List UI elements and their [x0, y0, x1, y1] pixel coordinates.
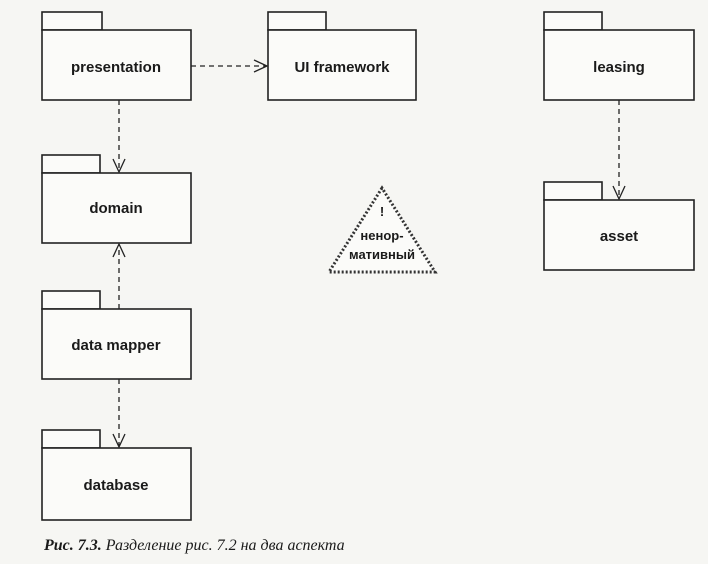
package-tab — [543, 11, 603, 31]
package-label-asset: asset — [600, 228, 638, 245]
dependency-data-mapper-domain — [112, 242, 126, 309]
package-label-leasing: leasing — [593, 59, 645, 76]
arrow-head-icon — [112, 242, 126, 258]
package-body — [41, 447, 192, 521]
figure-caption: Рис. 7.3. Разделение рис. 7.2 на два асп… — [44, 537, 345, 555]
package-body — [267, 29, 417, 101]
warning-mark: ! — [380, 204, 384, 219]
package-data-mapper: data mapper — [41, 290, 192, 380]
dependency-leasing-asset — [612, 100, 626, 201]
package-body — [543, 199, 695, 271]
package-ui-framework: UI framework — [267, 11, 417, 101]
arrow-head-icon — [612, 185, 626, 201]
package-leasing: leasing — [543, 11, 695, 101]
package-label-data-mapper: data mapper — [71, 337, 160, 354]
package-tab — [543, 181, 603, 201]
package-tab — [267, 11, 327, 31]
warning-line-2: мативный — [349, 247, 415, 262]
figure-caption-text: Разделение рис. 7.2 на два аспекта — [105, 537, 345, 554]
figure-caption-number: Рис. 7.3. — [44, 537, 102, 554]
package-tab — [41, 11, 103, 31]
non-normative-warning: ! ненор- мативный — [326, 185, 438, 274]
package-asset: asset — [543, 181, 695, 271]
package-body — [41, 172, 192, 244]
package-body — [543, 29, 695, 101]
package-tab — [41, 290, 101, 310]
package-body — [41, 308, 192, 380]
arrow-head-icon — [112, 433, 126, 449]
package-body — [41, 29, 192, 101]
warning-triangle-icon — [326, 185, 438, 274]
arrow-head-icon — [253, 59, 269, 73]
package-tab — [41, 429, 101, 449]
warning-line-1: ненор- — [360, 228, 403, 243]
package-label-presentation: presentation — [71, 59, 161, 76]
dependency-data-mapper-database — [112, 379, 126, 449]
package-label-database: database — [83, 477, 148, 494]
package-tab — [41, 154, 101, 174]
package-database: database — [41, 429, 192, 521]
arrow-head-icon — [112, 158, 126, 174]
package-presentation: presentation — [41, 11, 192, 101]
dependency-presentation-ui-framework — [191, 59, 269, 73]
package-domain: domain — [41, 154, 192, 244]
package-label-domain: domain — [89, 200, 142, 217]
package-label-ui-framework: UI framework — [294, 59, 390, 76]
dependency-presentation-domain — [112, 100, 126, 174]
